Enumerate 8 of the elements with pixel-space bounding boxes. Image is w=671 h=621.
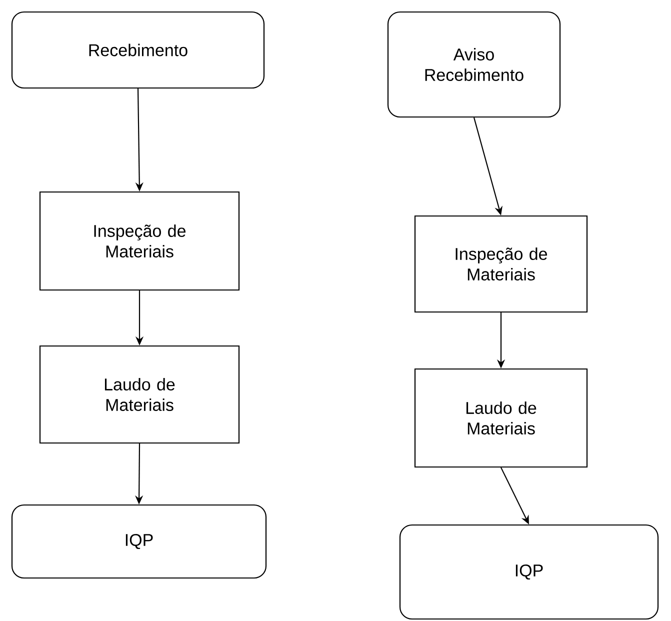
rounded-box: Recebimento [11, 11, 265, 89]
process-box: Laudo de Materiais [414, 368, 588, 468]
process-box: Inspeção de Materiais [414, 215, 588, 313]
rounded-box: Aviso Recebimento [387, 11, 561, 118]
process-box: Inspeção de Materiais [39, 191, 240, 291]
rounded-box: IQP [11, 504, 267, 579]
rounded-box: IQP [399, 524, 659, 620]
process-box: Laudo de Materiais [39, 345, 240, 444]
